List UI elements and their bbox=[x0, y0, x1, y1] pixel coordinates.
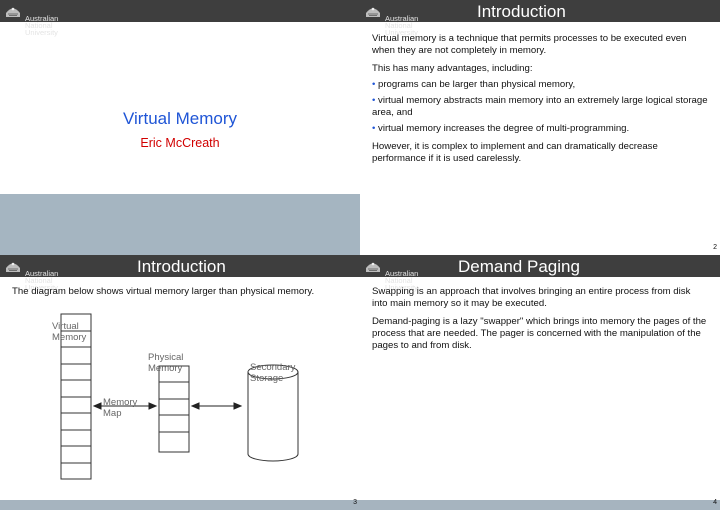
physical-memory-block bbox=[158, 365, 190, 453]
paragraph: However, it is complex to implement and … bbox=[372, 141, 658, 164]
memory-diagram: Virtual Memory Physical Memory Secondary… bbox=[0, 255, 360, 500]
diagram-graphics bbox=[60, 313, 299, 480]
slide-body: Virtual memory is a technique that permi… bbox=[372, 33, 708, 171]
footer-bar bbox=[360, 500, 720, 510]
anu-crest-icon bbox=[366, 7, 380, 17]
slide-footer: 2 bbox=[360, 244, 720, 255]
physical-memory-label: Physical Memory bbox=[148, 352, 184, 374]
paragraph: Demand-paging is a lazy "swapper" which … bbox=[372, 316, 707, 351]
paragraph: The diagram below shows virtual memory l… bbox=[12, 286, 315, 297]
slide-footer: 3 bbox=[0, 499, 360, 510]
slide-footer: 4 bbox=[360, 499, 720, 510]
bullet-icon: • bbox=[372, 95, 376, 106]
footer-bar bbox=[0, 500, 360, 510]
paragraph: This has many advantages, including: bbox=[372, 63, 533, 74]
slide-title: Introduction bbox=[477, 2, 566, 21]
anu-crest-icon bbox=[6, 7, 20, 17]
secondary-storage-cylinder bbox=[247, 364, 299, 462]
secondary-storage-label: Secondary Storage bbox=[250, 362, 296, 384]
page-number: 3 bbox=[353, 499, 357, 506]
author-name: Eric McCreath bbox=[140, 136, 220, 150]
slide-body: The diagram below shows virtual memory l… bbox=[12, 286, 348, 304]
paragraph: Swapping is an approach that involves br… bbox=[372, 286, 691, 309]
slide-body: Swapping is an approach that involves br… bbox=[372, 286, 708, 358]
anu-crest-icon bbox=[6, 262, 20, 272]
title-footer-panel bbox=[0, 194, 360, 255]
list-item: • programs can be larger than physical m… bbox=[372, 79, 576, 90]
list-item: • virtual memory abstracts main memory i… bbox=[372, 95, 708, 118]
anu-crest-icon bbox=[366, 262, 380, 272]
list-item: • virtual memory increases the degree of… bbox=[372, 123, 630, 134]
page-number: 4 bbox=[713, 499, 717, 506]
paragraph: Virtual memory is a technique that permi… bbox=[372, 33, 687, 56]
bullet-icon: • bbox=[372, 123, 376, 134]
bullet-icon: • bbox=[372, 79, 376, 90]
slide-title: Introduction bbox=[137, 257, 226, 276]
virtual-memory-label: Virtual Memory bbox=[52, 321, 87, 343]
presentation-title: Virtual Memory bbox=[123, 109, 237, 128]
slide-title: Demand Paging bbox=[458, 257, 580, 276]
memory-map-label: Memory Map bbox=[103, 397, 138, 419]
page-number: 2 bbox=[713, 244, 717, 251]
